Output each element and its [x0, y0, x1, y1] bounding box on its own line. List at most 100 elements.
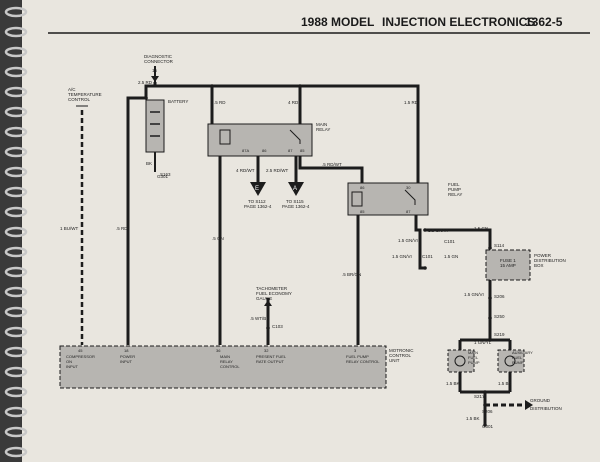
svg-text:S163: S163 — [160, 172, 171, 177]
svg-text:1.5 BK: 1.5 BK — [446, 381, 460, 386]
svg-text:BOX: BOX — [534, 263, 544, 268]
svg-text:1 BU/WT: 1 BU/WT — [60, 226, 79, 231]
svg-text:1.5 BK: 1.5 BK — [466, 416, 480, 421]
svg-text:MAIN: MAIN — [316, 122, 327, 127]
svg-text:1.5 GN/VI: 1.5 GN/VI — [428, 228, 448, 233]
svg-text:CONTROL: CONTROL — [389, 353, 411, 358]
svg-text:PUMP: PUMP — [448, 187, 461, 192]
svg-text:E: E — [255, 186, 259, 192]
svg-text:PRESENT FUEL: PRESENT FUEL — [256, 354, 287, 359]
svg-text:3: 3 — [354, 348, 357, 353]
ac-temperature-control: A/C TEMPERATURE CONTROL — [68, 87, 102, 107]
svg-text:MOTRONIC: MOTRONIC — [389, 348, 414, 353]
svg-text:MAIN: MAIN — [220, 354, 230, 359]
connector-labels: S163 C101 C101 C103 S114 S206 S250 S219 … — [160, 172, 505, 429]
svg-text:.5 WT/BK: .5 WT/BK — [250, 316, 269, 321]
svg-text:S219: S219 — [494, 332, 505, 337]
svg-text:DISTRIBUTION: DISTRIBUTION — [534, 258, 566, 263]
svg-text:RATE OUTPUT: RATE OUTPUT — [256, 359, 284, 364]
ref-a: A TO S115 PAGE 1362-4 — [282, 182, 310, 209]
main-fuel-pump: MAIN FUEL PUMP — [447, 349, 480, 373]
svg-text:87: 87 — [288, 148, 293, 153]
svg-text:87: 87 — [406, 209, 411, 214]
svg-text:S206: S206 — [494, 294, 505, 299]
header-model: 1988 MODEL — [301, 15, 375, 29]
svg-text:.5 BR/GN: .5 BR/GN — [342, 272, 361, 277]
spiral-rings — [4, 6, 28, 458]
svg-text:S217: S217 — [474, 394, 485, 399]
svg-text:ON: ON — [66, 359, 72, 364]
battery: BATTERY BK G301 — [145, 99, 188, 179]
svg-text:1.5 GN: 1.5 GN — [474, 226, 488, 231]
svg-text:POWER: POWER — [534, 253, 552, 258]
aux-fuel-pump: AUXILIARY FUEL PUMP — [497, 349, 533, 373]
svg-text:PUMP: PUMP — [468, 360, 480, 365]
svg-text:MAIN: MAIN — [468, 350, 478, 355]
svg-text:COMPRESSOR: COMPRESSOR — [66, 354, 95, 359]
svg-text:.5 RD: .5 RD — [116, 226, 128, 231]
svg-text:TEMPERATURE: TEMPERATURE — [68, 92, 102, 97]
svg-text:UNIT: UNIT — [389, 358, 400, 363]
svg-text:S250: S250 — [494, 314, 505, 319]
svg-text:2.5 RD/WT: 2.5 RD/WT — [266, 168, 289, 173]
svg-text:POWER: POWER — [120, 354, 135, 359]
svg-text:1.5 GN/VI: 1.5 GN/VI — [464, 292, 484, 297]
svg-text:1.5 GN: 1.5 GN — [444, 254, 458, 259]
svg-text:FUEL: FUEL — [512, 355, 523, 360]
svg-text:32: 32 — [264, 348, 269, 353]
wires — [80, 82, 512, 425]
splice-points — [144, 84, 492, 427]
svg-text:CONTROL: CONTROL — [220, 364, 240, 369]
svg-text:PAGE 1362-4: PAGE 1362-4 — [282, 204, 310, 209]
ground-distribution: GROUND DISTRIBUTION — [530, 398, 562, 411]
ref-e: E TO S112 PAGE 1362-4 — [244, 182, 272, 209]
svg-text:85: 85 — [360, 209, 365, 214]
tach-arrow-icon — [264, 300, 272, 306]
svg-text:GROUND: GROUND — [530, 398, 551, 403]
svg-text:AUXILIARY: AUXILIARY — [512, 350, 533, 355]
svg-text:FUEL ECONOMY: FUEL ECONOMY — [256, 291, 292, 296]
svg-text:85: 85 — [300, 148, 305, 153]
svg-text:TO S112: TO S112 — [248, 199, 266, 204]
svg-text:2.5 RD: 2.5 RD — [138, 80, 153, 85]
svg-text:INPUT: INPUT — [66, 364, 79, 369]
svg-text:30: 30 — [406, 185, 411, 190]
svg-text:86: 86 — [262, 148, 267, 153]
svg-text:A: A — [293, 186, 297, 192]
svg-text:S114: S114 — [494, 243, 505, 248]
svg-text:RELAY CONTROL: RELAY CONTROL — [346, 359, 380, 364]
svg-text:S206: S206 — [482, 409, 493, 414]
connector-arrow-icon — [151, 76, 159, 82]
svg-text:1.5 BK: 1.5 BK — [498, 381, 512, 386]
svg-text:C101: C101 — [422, 254, 433, 259]
fuel-pump-relay: 86 30 85 87 FUEL PUMP RELAY — [347, 182, 462, 216]
motronic-control-unit: MOTRONIC CONTROL UNIT 45 COMPRESSOR ON I… — [59, 345, 414, 389]
svg-text:.5 RD/WT: .5 RD/WT — [322, 162, 342, 167]
svg-text:CONTROL: CONTROL — [68, 97, 90, 102]
svg-text:CONNECTOR: CONNECTOR — [144, 59, 174, 64]
wire-labels: 2.5 RD 4 RD .5 RD 1.5 RD 1 BU/WT .5 RD .… — [60, 80, 512, 421]
svg-text:FUEL: FUEL — [468, 355, 479, 360]
svg-text:FUEL PUMP: FUEL PUMP — [346, 354, 369, 359]
svg-text:PUMP: PUMP — [512, 360, 524, 365]
svg-text:15 AMP: 15 AMP — [500, 263, 516, 268]
svg-text:C101: C101 — [444, 239, 455, 244]
svg-text:PAGE 1362-4: PAGE 1362-4 — [244, 204, 272, 209]
svg-text:4 RD/WT: 4 RD/WT — [236, 168, 255, 173]
svg-text:DIAGNOSTIC: DIAGNOSTIC — [144, 54, 173, 59]
svg-text:.5 GN: .5 GN — [212, 236, 224, 241]
diagnostic-connector: DIAGNOSTIC CONNECTOR 15 — [144, 54, 174, 82]
svg-text:FUSE 1: FUSE 1 — [500, 258, 516, 263]
tachometer-gauge: TACHOMETER FUEL ECONOMY GAUGE — [256, 286, 292, 306]
svg-text:1 GN/YL: 1 GN/YL — [474, 340, 492, 345]
svg-text:1.5 GN/VI: 1.5 GN/VI — [398, 238, 418, 243]
svg-text:1.5 RD: 1.5 RD — [404, 100, 419, 105]
svg-text:TO S115: TO S115 — [286, 199, 304, 204]
power-distribution-box: FUSE 1 15 AMP POWER DISTRIBUTION BOX — [485, 249, 566, 281]
svg-text:C103: C103 — [272, 324, 283, 329]
svg-text:INPUT: INPUT — [120, 359, 133, 364]
svg-text:87A: 87A — [242, 148, 249, 153]
svg-text:4 RD: 4 RD — [288, 100, 299, 105]
svg-text:RELAY: RELAY — [316, 127, 330, 132]
